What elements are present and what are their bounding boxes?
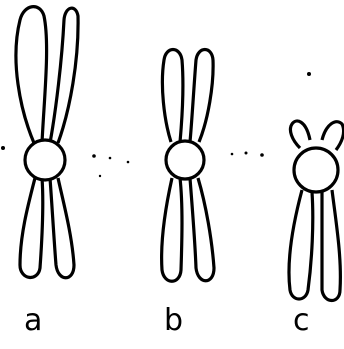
chromatid-a-right-upper xyxy=(50,8,78,143)
chromatid-b-left-upper xyxy=(162,50,182,143)
chromatid-c-left-upper xyxy=(290,121,310,148)
chromatid-a-right-lower xyxy=(50,178,74,278)
chromosome-c xyxy=(289,121,344,300)
centromere-c xyxy=(294,148,338,192)
chromatid-c-right-lower xyxy=(322,190,340,301)
chromosome-a xyxy=(16,7,78,278)
chromosome-b xyxy=(162,50,214,282)
chromatid-a-left-upper xyxy=(16,7,47,143)
chromatid-b-right-upper xyxy=(190,50,213,143)
label-c: c xyxy=(293,306,310,336)
label-b: b xyxy=(164,306,183,336)
chromatid-c-left-lower xyxy=(289,190,313,299)
chromatid-c-right-upper xyxy=(322,122,344,150)
label-a: a xyxy=(24,306,42,336)
chromatid-b-right-lower xyxy=(190,178,214,281)
chromatid-a-left-lower xyxy=(20,178,43,277)
centromere-a xyxy=(25,140,65,180)
centromere-b xyxy=(166,141,204,179)
chromatid-b-left-lower xyxy=(162,178,182,281)
